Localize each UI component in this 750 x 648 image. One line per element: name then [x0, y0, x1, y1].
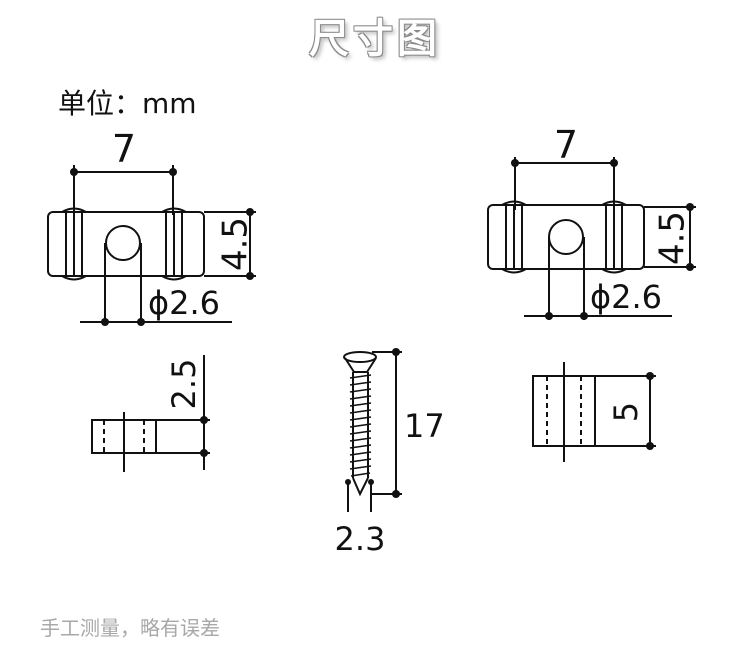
screw-length-label: 17	[404, 407, 445, 445]
left-side-height-label: 2.5	[165, 359, 203, 410]
page-title: 尺寸图	[309, 16, 441, 62]
right-part-side-view	[532, 362, 656, 462]
footnote: 手工测量，略有误差	[40, 616, 220, 640]
right-side-height-label: 5	[607, 402, 645, 422]
left-part-front-view	[47, 165, 256, 325]
dimension-dots	[70, 159, 694, 498]
left-hole-label: ϕ2.6	[148, 284, 220, 322]
screw-drawing	[343, 351, 402, 512]
right-height-label: 4.5	[653, 211, 693, 265]
right-hole-label: ϕ2.6	[590, 278, 662, 316]
left-height-label: 4.5	[216, 217, 256, 271]
right-width-label: 7	[554, 123, 578, 167]
screw-diameter-label: 2.3	[335, 520, 386, 558]
left-width-label: 7	[112, 127, 136, 171]
unit-label: 单位：mm	[58, 87, 197, 120]
